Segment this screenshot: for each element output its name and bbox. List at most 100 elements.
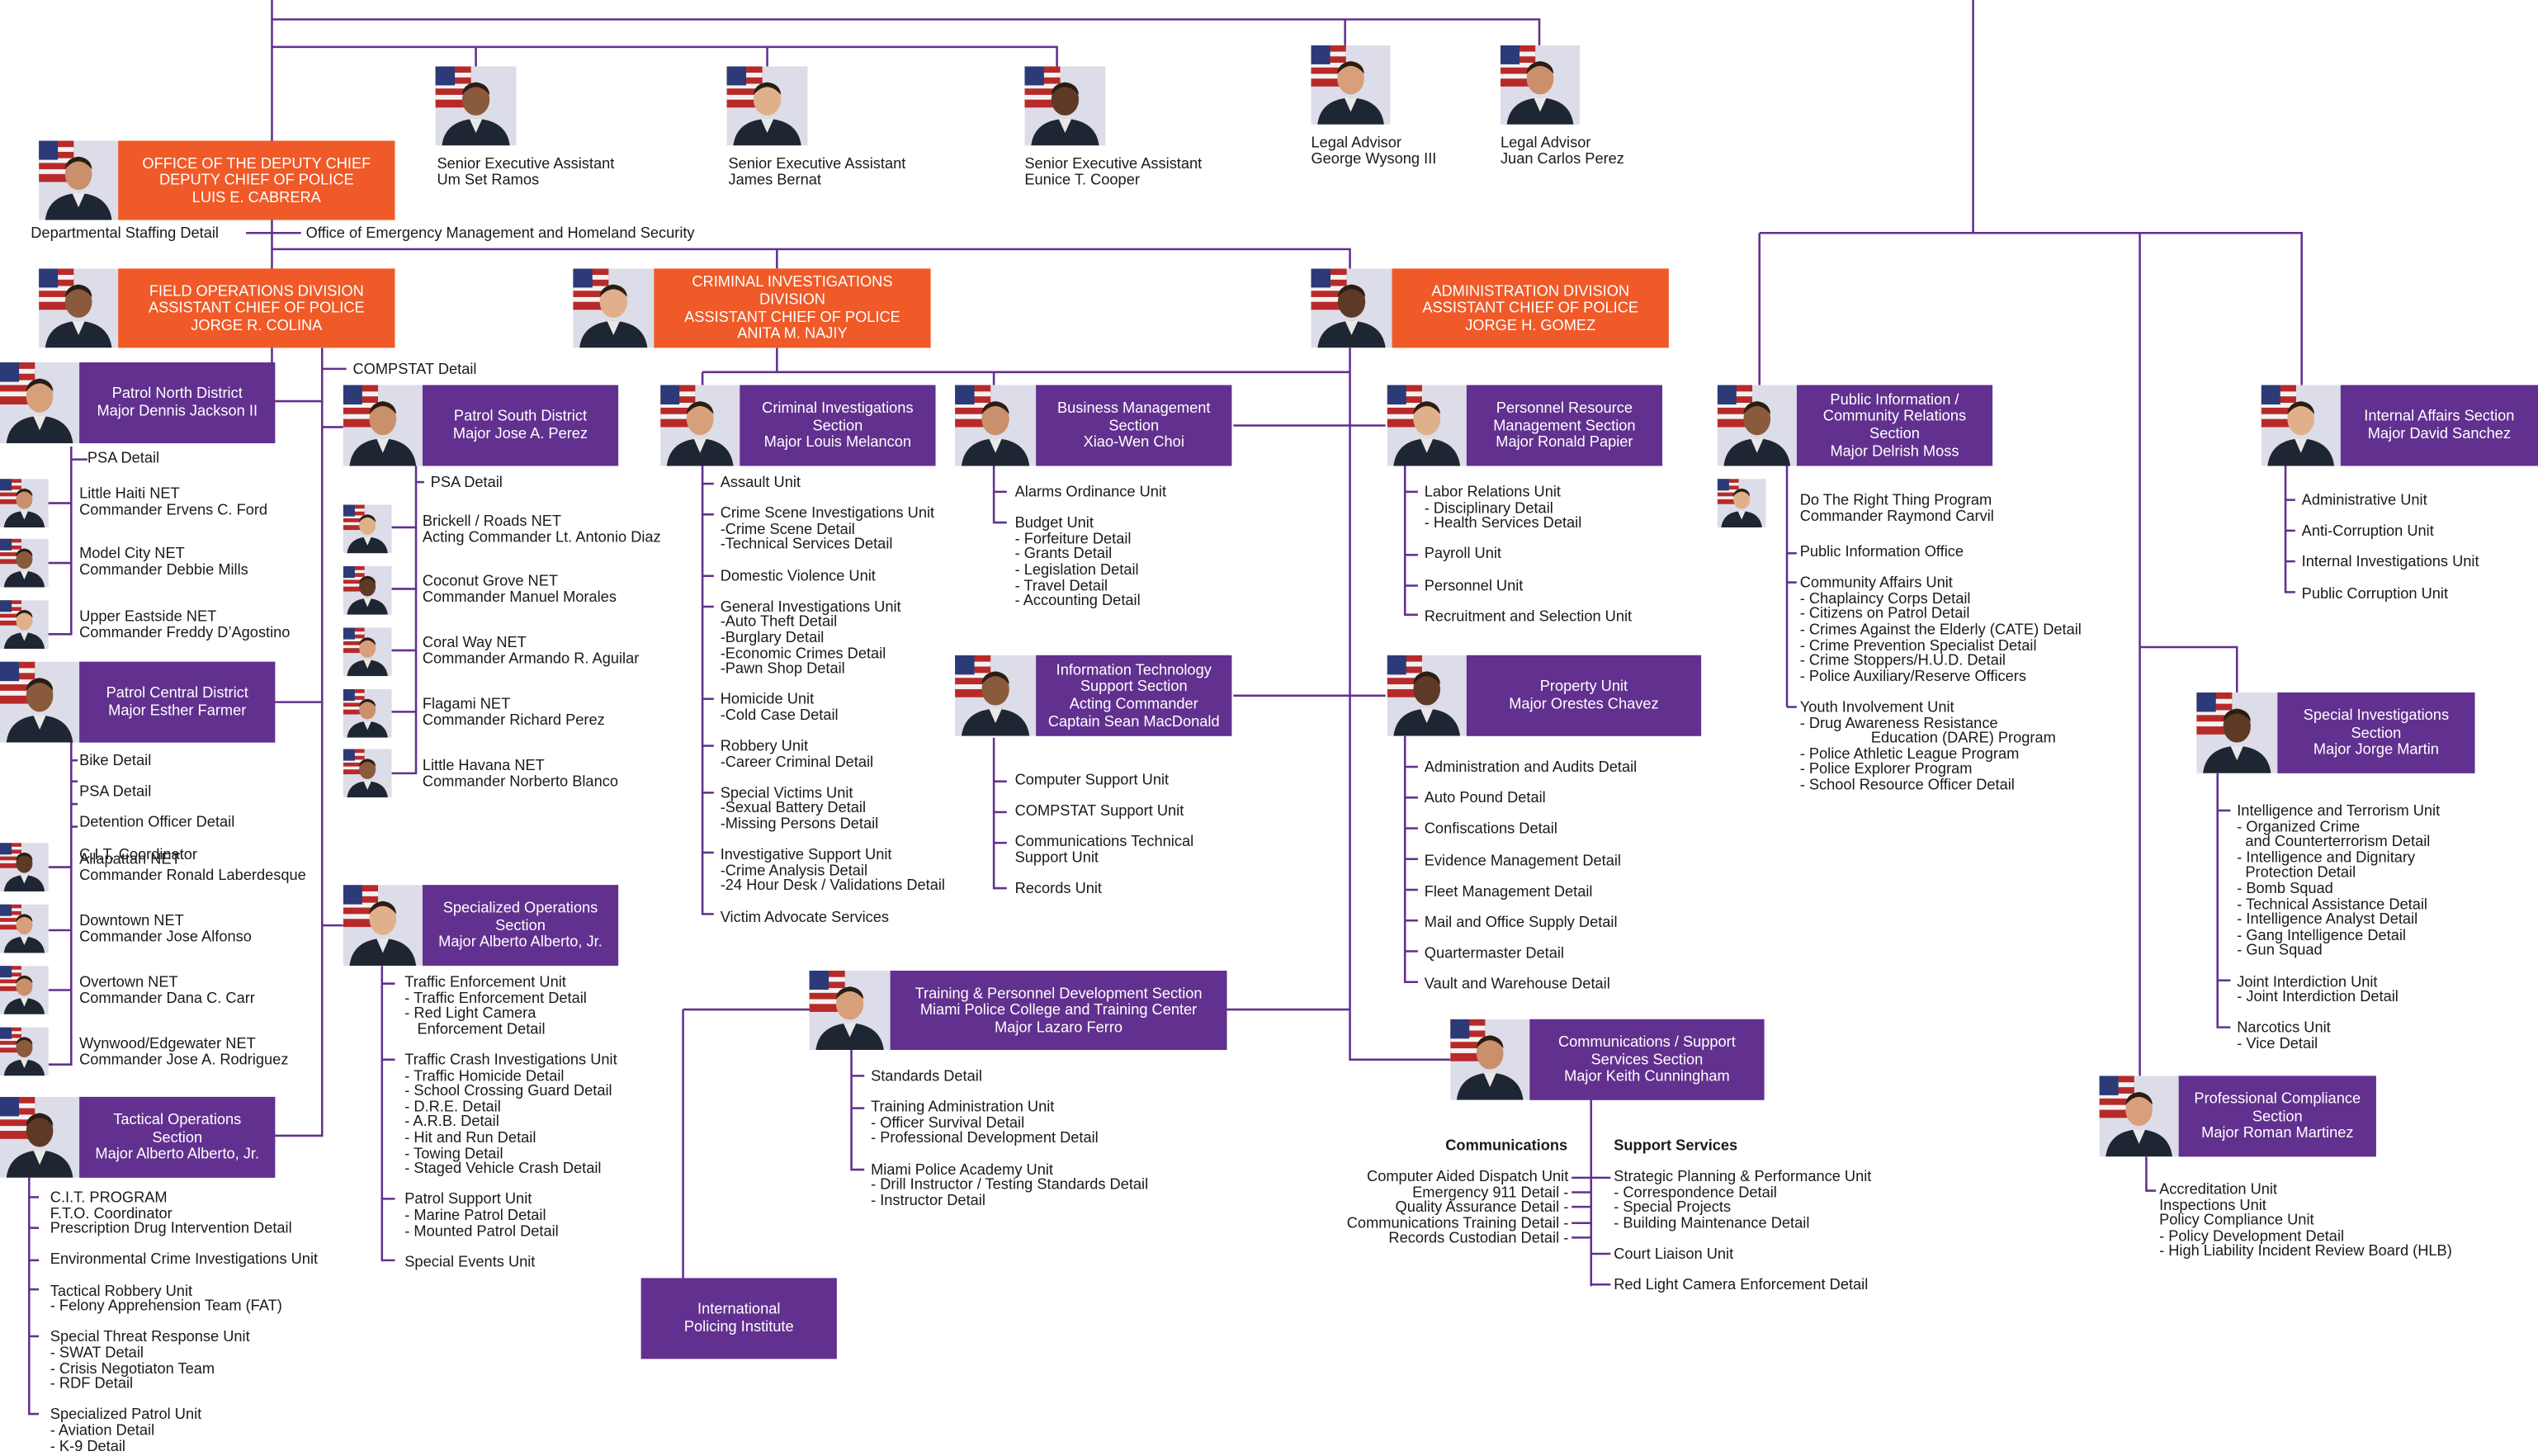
- org-label-pr_list: Labor Relations Unit- Disciplinary Detai…: [1424, 484, 1633, 625]
- officer-portrait-icon: [343, 566, 392, 615]
- officer-portrait-icon: [0, 479, 49, 527]
- org-label-ia_list: Administrative Unit Anti-Corruption Unit…: [2301, 491, 2479, 602]
- officer-portrait-icon: [1500, 45, 1581, 125]
- officer-portrait-icon: [809, 971, 891, 1051]
- org-label-bm_list: Alarms Ordinance Unit Budget Unit- Forfe…: [1014, 484, 1167, 609]
- officer-portrait-icon: [2261, 385, 2341, 466]
- officer-portrait-icon: [0, 1096, 80, 1178]
- org-label-ps_psa: PSA Detail: [430, 474, 503, 490]
- org-label-pn_psa: PSA Detail: [87, 449, 160, 466]
- officer-portrait-icon: [343, 385, 423, 466]
- officer-portrait-icon: [1387, 385, 1467, 466]
- officer-portrait-icon: [0, 966, 49, 1014]
- org-label-comm_head: Communications: [1445, 1137, 1568, 1154]
- officer-portrait-icon: [343, 688, 392, 738]
- org-label-si_list: Intelligence and Terrorism Unit- Organiz…: [2237, 802, 2441, 1052]
- officer-portrait-icon: [1717, 479, 1766, 527]
- officer-portrait-icon: [343, 627, 392, 677]
- org-label-pu_list: Administration and Audits Detail Auto Po…: [1424, 759, 1638, 993]
- officer-portrait-icon: [955, 655, 1037, 736]
- officer-portrait-icon: [660, 385, 740, 466]
- org-box-tpd: Training & Personnel Development Section…: [890, 971, 1227, 1051]
- officer-portrait-icon: [39, 140, 119, 220]
- officer-portrait-icon: [0, 661, 80, 743]
- org-label-dsd: Departmental Staffing Detail: [31, 225, 219, 242]
- officer-portrait-icon: [0, 1027, 49, 1076]
- officer-portrait-icon: [0, 538, 49, 588]
- officer-portrait-icon: [1717, 385, 1797, 466]
- org-label-so_list: Traffic Enforcement Unit- Traffic Enforc…: [404, 973, 617, 1269]
- officer-portrait-icon: [573, 268, 655, 348]
- org-label-ss_head: Support Services: [1614, 1137, 1738, 1154]
- org-label-compstat: COMPSTAT Detail: [352, 361, 477, 377]
- org-label-ss_list: Strategic Planning & Performance Unit- C…: [1614, 1168, 1872, 1293]
- officer-portrait-icon: [2196, 692, 2278, 773]
- org-label-pi_list: Public Information Office Community Affa…: [1799, 543, 2082, 793]
- officer-portrait-icon: [955, 385, 1037, 466]
- org-label-oem: Office of Emergency Management and Homel…: [305, 225, 695, 242]
- officer-portrait-icon: [0, 843, 49, 891]
- org-label-pc_list: Bike Detail PSA Detail Detention Officer…: [79, 752, 235, 862]
- officer-portrait-icon: [435, 66, 517, 146]
- officer-portrait-icon: [343, 504, 392, 554]
- org-label-tp_list: Standards Detail Training Administration…: [871, 1067, 1149, 1208]
- officer-portrait-icon: [2099, 1075, 2179, 1157]
- officer-portrait-icon: [1311, 268, 1392, 348]
- officer-portrait-icon: [0, 362, 80, 444]
- officer-portrait-icon: [1024, 66, 1106, 146]
- officer-portrait-icon: [726, 66, 808, 146]
- org-label-it_list: Computer Support Unit COMPSTAT Support U…: [1014, 771, 1194, 897]
- officer-portrait-icon: [0, 600, 49, 649]
- officer-portrait-icon: [1311, 45, 1391, 125]
- officer-portrait-icon: [1387, 655, 1467, 736]
- officer-portrait-icon: [343, 749, 392, 798]
- org-label-ci_list: Assault Unit Crime Scene Investigations …: [720, 474, 945, 925]
- officer-portrait-icon: [39, 268, 119, 348]
- officer-portrait-icon: [0, 904, 49, 953]
- officer-portrait-icon: [1450, 1019, 1530, 1100]
